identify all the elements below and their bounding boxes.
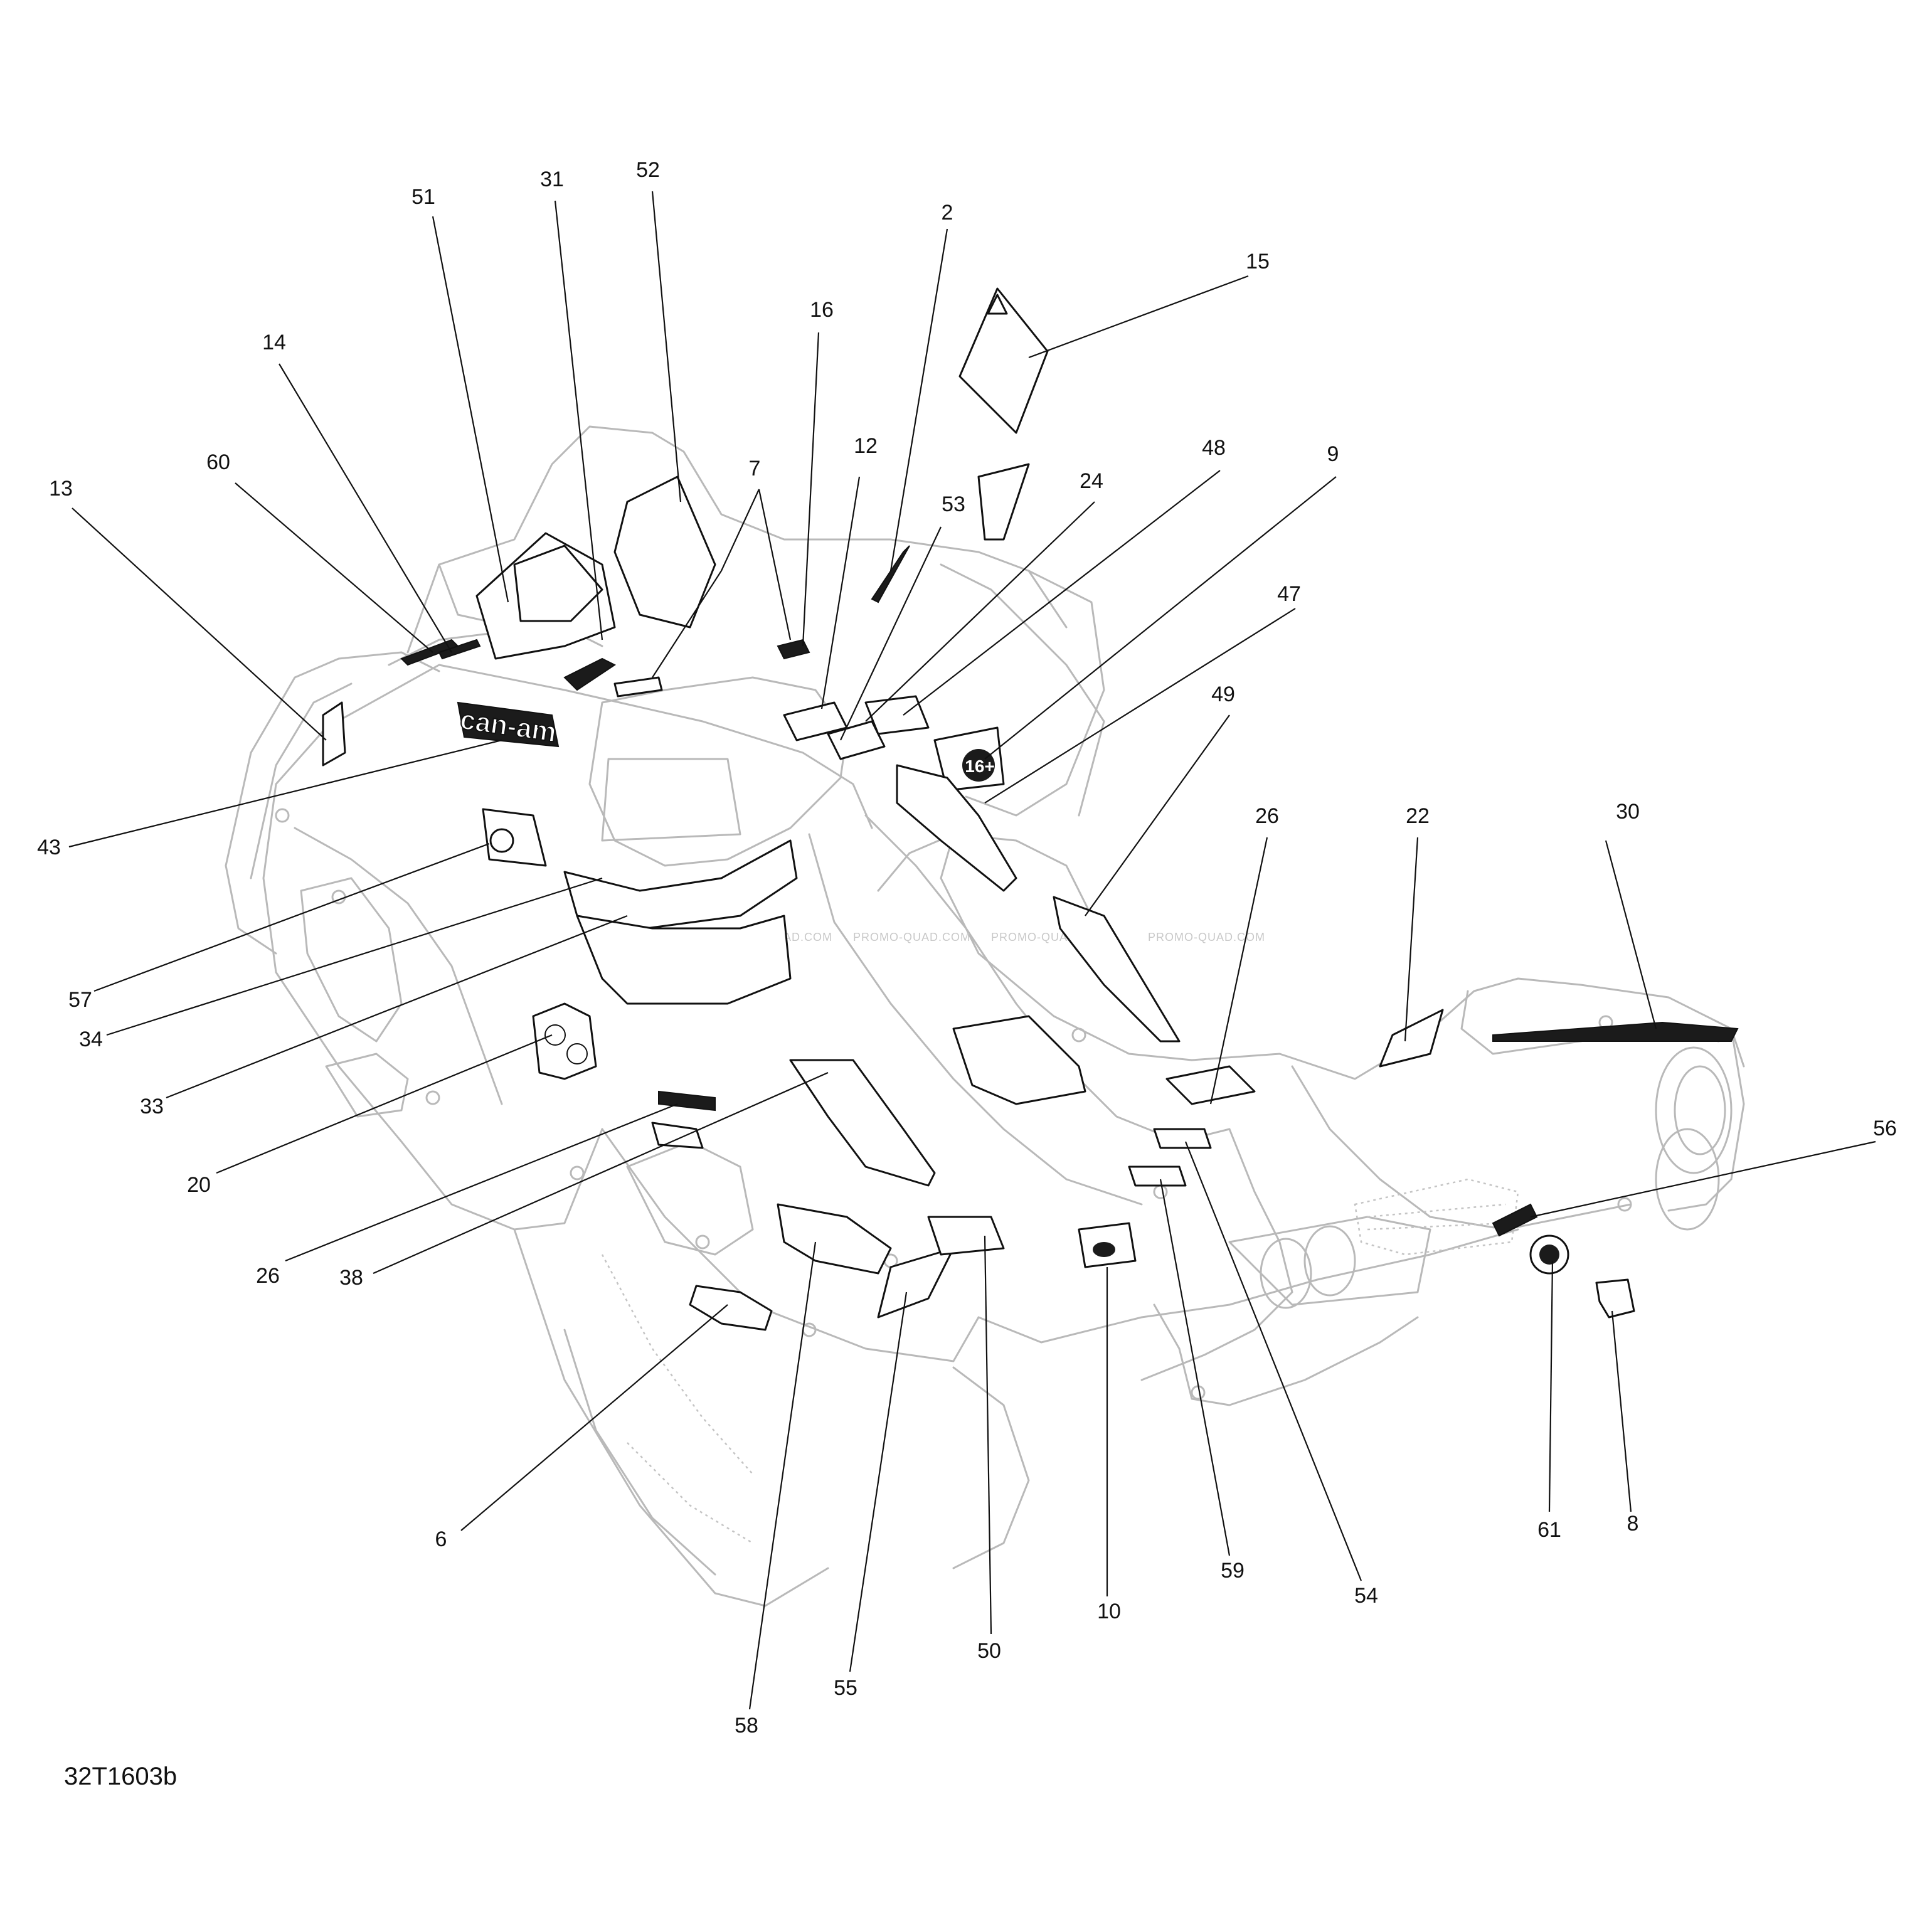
decal-31: [513, 544, 603, 622]
callout-53: 53: [942, 492, 965, 516]
callout-31: 31: [540, 167, 564, 191]
callout-15: 15: [1246, 250, 1270, 273]
decal-54: [1153, 1128, 1212, 1149]
callout-51: 51: [411, 185, 435, 209]
callout-13: 13: [49, 477, 73, 501]
decal-22: [1379, 1009, 1444, 1068]
callout-16: 16: [810, 298, 834, 322]
decal-center-label: [952, 1015, 1086, 1105]
svg-text:PROMO-QUAD.COM: PROMO-QUAD.COM: [853, 931, 970, 943]
callout-leaders: [68, 191, 1876, 1710]
callout-48: 48: [1202, 436, 1226, 460]
callout-52: 52: [636, 158, 660, 182]
callout-59: 59: [1221, 1559, 1245, 1583]
callout-10: 10: [1097, 1600, 1121, 1623]
callout-38: 38: [339, 1266, 363, 1290]
decal-61: [1529, 1234, 1569, 1275]
decal-24: [977, 463, 1030, 541]
callout-24: 24: [1080, 469, 1103, 493]
callout-7: 7: [749, 457, 761, 480]
callout-50: 50: [977, 1639, 1001, 1663]
callout-26-upper: 26: [1255, 804, 1279, 828]
decals: 16+ can-am: [322, 287, 1739, 1331]
decal-52: [613, 475, 716, 629]
callout-26-lower: 26: [256, 1264, 280, 1288]
callout-60: 60: [206, 450, 230, 474]
callout-61: 61: [1537, 1518, 1561, 1542]
drawing-id: 32T1603b: [64, 1763, 177, 1790]
decal-30: [1492, 1021, 1739, 1042]
decal-34: [563, 839, 798, 930]
decal-53: [827, 720, 886, 760]
decal-43-brand: can-am: [457, 701, 560, 749]
decal-59: [1128, 1165, 1187, 1187]
decal-33: [576, 915, 792, 1005]
callout-33: 33: [140, 1095, 164, 1118]
decal-50: [927, 1216, 1005, 1256]
callout-54: 54: [1354, 1584, 1378, 1608]
callout-2: 2: [942, 201, 953, 225]
callout-58: 58: [735, 1714, 758, 1738]
callout-22: 22: [1406, 804, 1430, 828]
decal-56: [1492, 1203, 1538, 1237]
callout-14: 14: [262, 331, 286, 354]
decal-16: [777, 639, 810, 660]
callout-12: 12: [854, 434, 878, 458]
decal-7: [613, 676, 663, 698]
callout-9: 9: [1327, 442, 1339, 466]
decal-13: [322, 701, 346, 767]
svg-text:16+: 16+: [965, 756, 995, 776]
callout-57: 57: [68, 988, 92, 1012]
callout-34: 34: [79, 1027, 103, 1051]
callout-49: 49: [1211, 682, 1235, 706]
callout-56: 56: [1873, 1117, 1897, 1140]
decal-49: [1053, 896, 1181, 1043]
callout-43: 43: [37, 836, 61, 859]
callout-47: 47: [1277, 582, 1301, 606]
callout-6: 6: [435, 1527, 447, 1551]
decal-58: [777, 1203, 892, 1275]
decal-20: [532, 1002, 597, 1080]
decal-55: [877, 1247, 955, 1319]
decal-15-warning-label: [958, 287, 1049, 434]
decal-8: [1595, 1278, 1635, 1319]
bolt-heads: [275, 808, 1632, 1400]
decal-6: [689, 1285, 773, 1331]
callout-8: 8: [1627, 1512, 1639, 1536]
decal-57: [482, 808, 547, 867]
decal-38: [789, 1059, 936, 1187]
callout-55: 55: [834, 1676, 857, 1700]
svg-text:PROMO-QUAD.COM: PROMO-QUAD.COM: [1148, 931, 1265, 943]
decal-26-lower: [651, 1122, 704, 1149]
callout-30: 30: [1616, 800, 1640, 824]
decal-7b: [563, 657, 616, 691]
decal-26-upper: [1165, 1065, 1256, 1105]
decal-48: [864, 695, 930, 735]
vehicle-body-outline: [225, 425, 1745, 1607]
watermark: PROMO-QUAD.COM PROMO-QUAD.COM PROMO-QUAD…: [715, 931, 1265, 943]
decal-10: [1078, 1222, 1137, 1268]
decal-2: [871, 545, 910, 603]
callout-20: 20: [187, 1173, 211, 1197]
svg-text:can-am: can-am: [459, 704, 558, 748]
decal-60: [438, 639, 481, 660]
callout-labels: 51 31 52 2 15 16 14 7 12 48 9 60 53 24 1…: [37, 158, 1897, 1738]
decal-47: [896, 764, 1017, 892]
